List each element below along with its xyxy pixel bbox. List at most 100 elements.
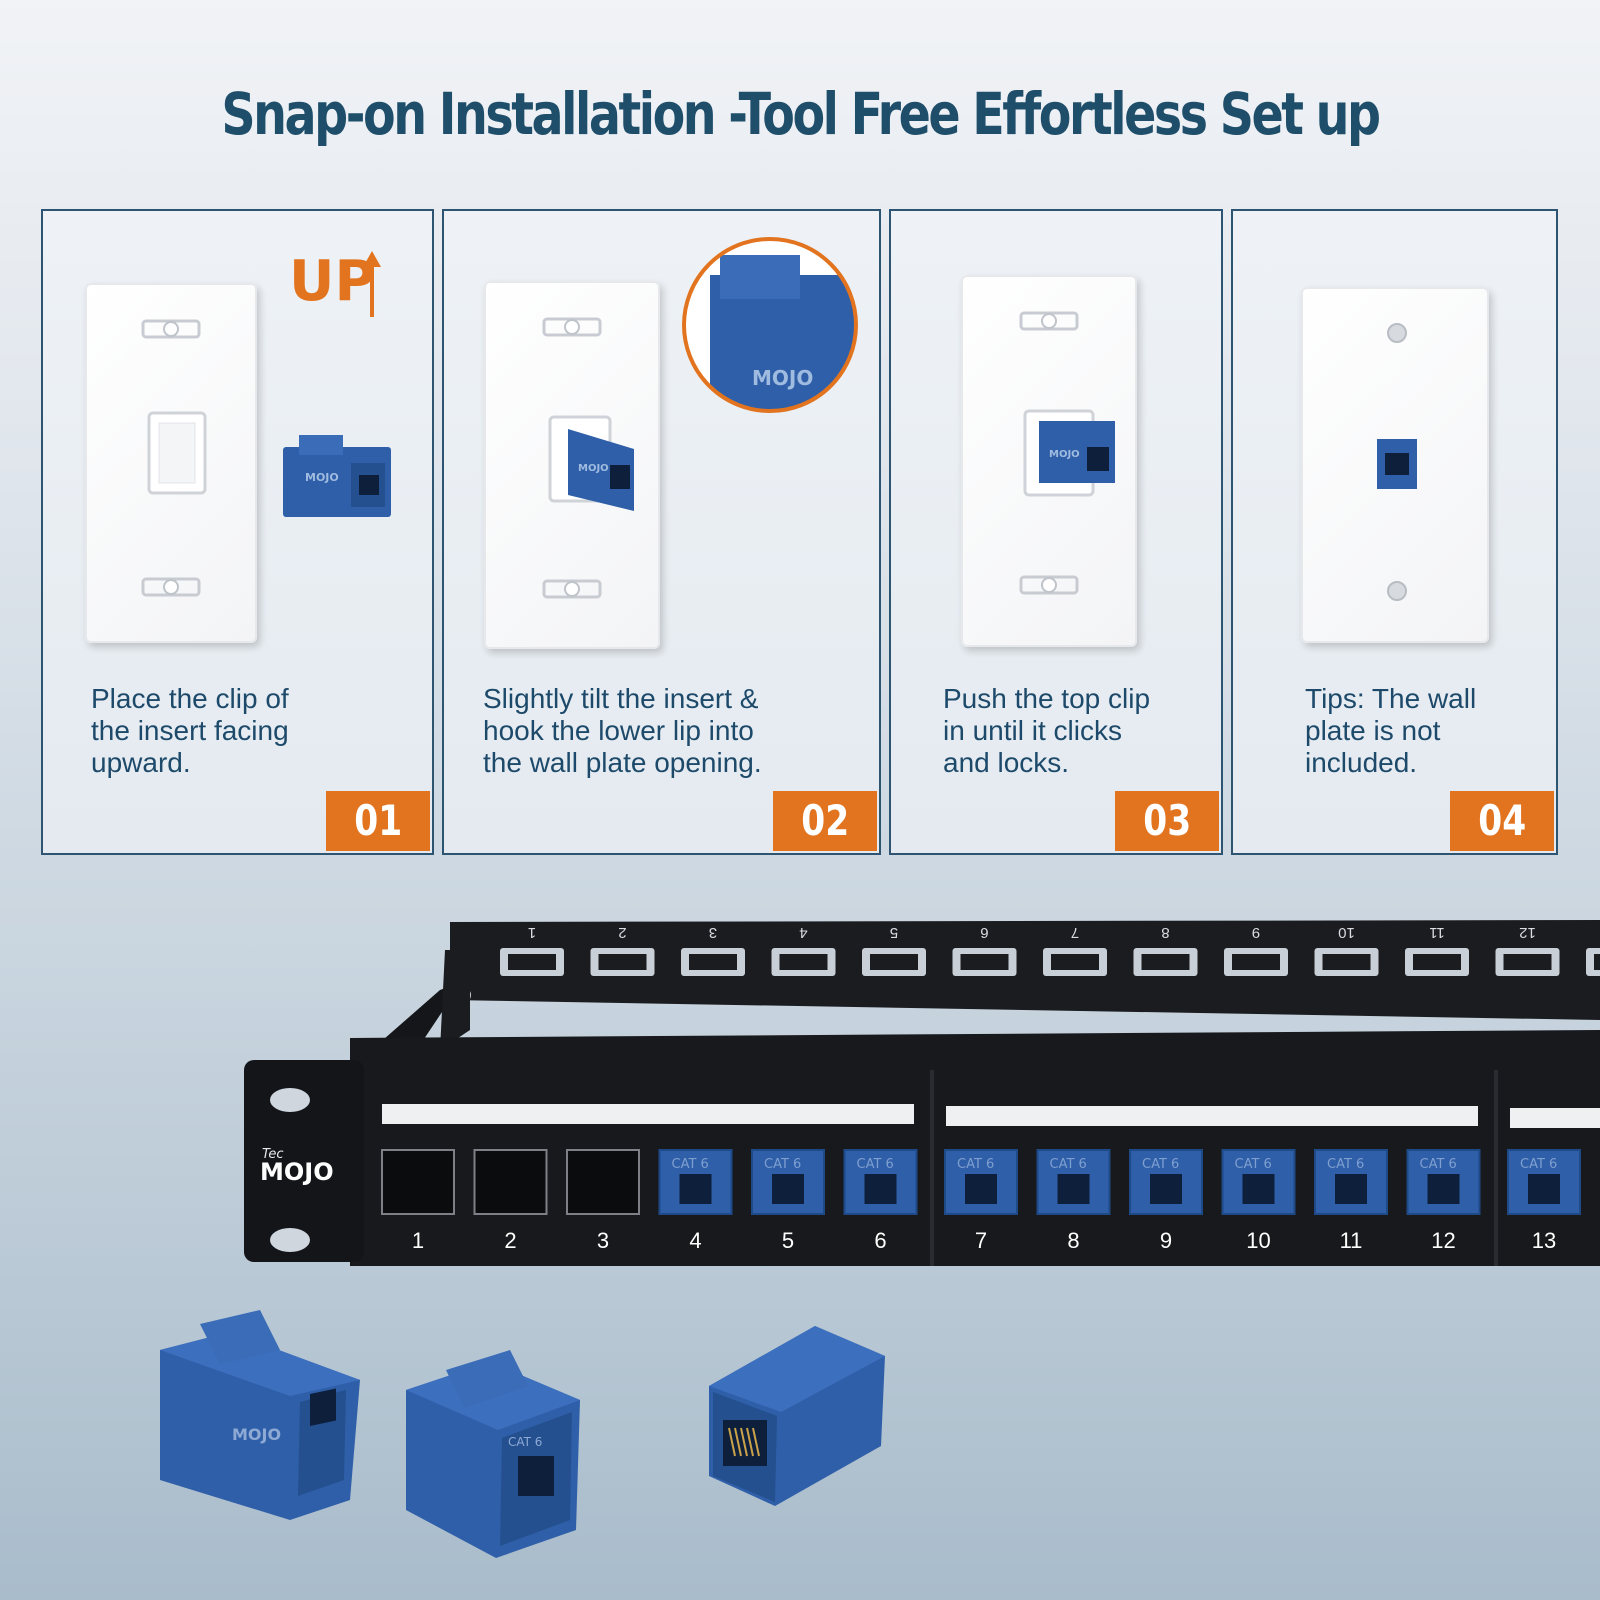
patch-port-3	[566, 1149, 640, 1215]
rear-port-number: 5	[890, 924, 898, 941]
step-card-4: Tips: The wall plate is not included. 04	[1231, 209, 1558, 855]
port-number: 8	[1067, 1228, 1079, 1253]
rear-slots	[500, 948, 1600, 976]
port-number: 13	[1532, 1228, 1556, 1253]
rear-slot-inner	[1413, 954, 1461, 970]
zoom-detail-circle: MOJO	[682, 237, 858, 413]
up-arrow-icon	[363, 251, 381, 317]
jack-label: CAT 6	[1050, 1157, 1087, 1172]
wall-plate	[85, 283, 257, 643]
port-number: 10	[1246, 1228, 1270, 1253]
rear-slot-inner	[960, 954, 1009, 970]
step-description: Place the clip of the insert facing upwa…	[91, 683, 289, 778]
cable-management-bar	[450, 920, 1600, 1020]
rear-port-number: 6	[980, 924, 988, 941]
jack-label: CAT 6	[1142, 1157, 1179, 1172]
jack-opening	[772, 1174, 804, 1204]
rear-slot-inner	[779, 954, 828, 970]
wall-plate-detail: MOJO	[1019, 311, 1115, 595]
keystone-coupler-2: CAT 6	[406, 1350, 580, 1558]
rear-slot-inner	[1594, 954, 1600, 970]
panel-arm-upright	[440, 950, 470, 1050]
jack-label: CAT 6	[1520, 1157, 1557, 1172]
jack-opening	[679, 1174, 712, 1204]
rear-slot-inner	[598, 954, 647, 970]
port-number: 11	[1340, 1228, 1363, 1253]
port-number: 6	[874, 1228, 886, 1253]
jack-opening	[1528, 1174, 1560, 1204]
rear-slot-inner	[1232, 954, 1280, 970]
wall-plate-detail	[141, 319, 207, 597]
step-number-badge: 01	[326, 791, 430, 851]
jack-opening	[1427, 1174, 1460, 1204]
keystone-coupler-1: MOJO	[160, 1310, 360, 1520]
step-number-badge: 02	[773, 791, 877, 851]
rear-port-number: 3	[709, 924, 717, 941]
page-title: Snap-on Installation -Tool Free Effortle…	[221, 80, 1381, 148]
rear-slot-inner	[1141, 954, 1190, 970]
label-strip	[946, 1106, 1478, 1126]
port-number: 5	[782, 1228, 794, 1253]
jack-opening	[864, 1174, 897, 1204]
patch-port-2	[473, 1149, 548, 1215]
port-number: 12	[1431, 1228, 1455, 1253]
rear-port-number: 4	[799, 924, 807, 941]
rear-port-number: 9	[1252, 924, 1260, 941]
rear-slot-inner	[1322, 954, 1371, 970]
front-ports: CAT 6 CAT 6 CAT 6 CAT 6 CAT 6 CAT 6 CAT 6 CAT 6…	[381, 1149, 1581, 1215]
rear-port-number: 10	[1338, 924, 1355, 941]
wall-plate	[1301, 287, 1489, 643]
rear-port-number: 8	[1161, 924, 1169, 941]
step-description: Tips: The wall plate is not included.	[1305, 683, 1477, 778]
label-strip	[382, 1104, 914, 1124]
mount-hole	[270, 1088, 310, 1112]
rear-slot-inner	[1051, 954, 1099, 970]
svg-text:MOJO: MOJO	[578, 463, 609, 474]
step-number-badge: 04	[1450, 791, 1554, 851]
brand-logo: MOJO	[260, 1158, 334, 1186]
mount-hole	[270, 1228, 310, 1252]
step-number-badge: 03	[1115, 791, 1219, 851]
jack-opening	[1150, 1174, 1182, 1204]
jack-label: CAT 6	[957, 1157, 994, 1172]
jack-label: CAT 6	[857, 1157, 894, 1172]
patch-port-1	[381, 1149, 455, 1215]
keystone-coupler-3	[709, 1326, 885, 1506]
port-number: 9	[1160, 1228, 1172, 1253]
rear-port-number: 12	[1519, 924, 1536, 941]
jack-label: CAT 6	[1235, 1157, 1272, 1172]
wall-plate: MOJO	[484, 281, 660, 649]
step-description: Slightly tilt the insert & hook the lowe…	[483, 683, 762, 778]
port-number: 2	[504, 1228, 516, 1253]
port-number: 1	[412, 1228, 424, 1253]
svg-text:MOJO: MOJO	[752, 366, 813, 390]
step-card-1: UP MOJO Place the clip of the insert fac…	[41, 209, 434, 855]
rear-port-number: 7	[1071, 924, 1079, 941]
step-card-3: MOJO Push the top clip in until it click…	[889, 209, 1223, 855]
rear-slot-inner	[508, 954, 556, 970]
svg-text:MOJO: MOJO	[1049, 449, 1080, 460]
jack-opening	[965, 1174, 997, 1204]
label-strip	[1510, 1108, 1600, 1128]
wall-plate-detail	[1377, 323, 1417, 601]
port-number: 3	[597, 1228, 609, 1253]
jack-label: CAT 6	[1327, 1157, 1364, 1172]
wall-plate-detail: MOJO	[542, 317, 634, 599]
brand-logo-top: Tec	[262, 1147, 283, 1162]
up-label: UP	[289, 249, 376, 314]
rear-port-number: 2	[618, 924, 626, 941]
step-description: Push the top clip in until it clicks and…	[943, 683, 1151, 778]
rack-ear	[244, 1060, 364, 1262]
jack-label: CAT 6	[672, 1157, 709, 1172]
jack-label: CAT 6	[1420, 1157, 1457, 1172]
jack-opening	[1335, 1174, 1367, 1204]
step-card-2: MOJO MOJO Slightly tilt the insert & hoo…	[442, 209, 881, 855]
rear-port-number: 11	[1429, 924, 1445, 941]
svg-text:MOJO: MOJO	[305, 471, 339, 484]
jack-opening	[1242, 1174, 1275, 1204]
coupler-brand: MOJO	[232, 1425, 281, 1444]
wall-plate: MOJO	[961, 275, 1137, 647]
